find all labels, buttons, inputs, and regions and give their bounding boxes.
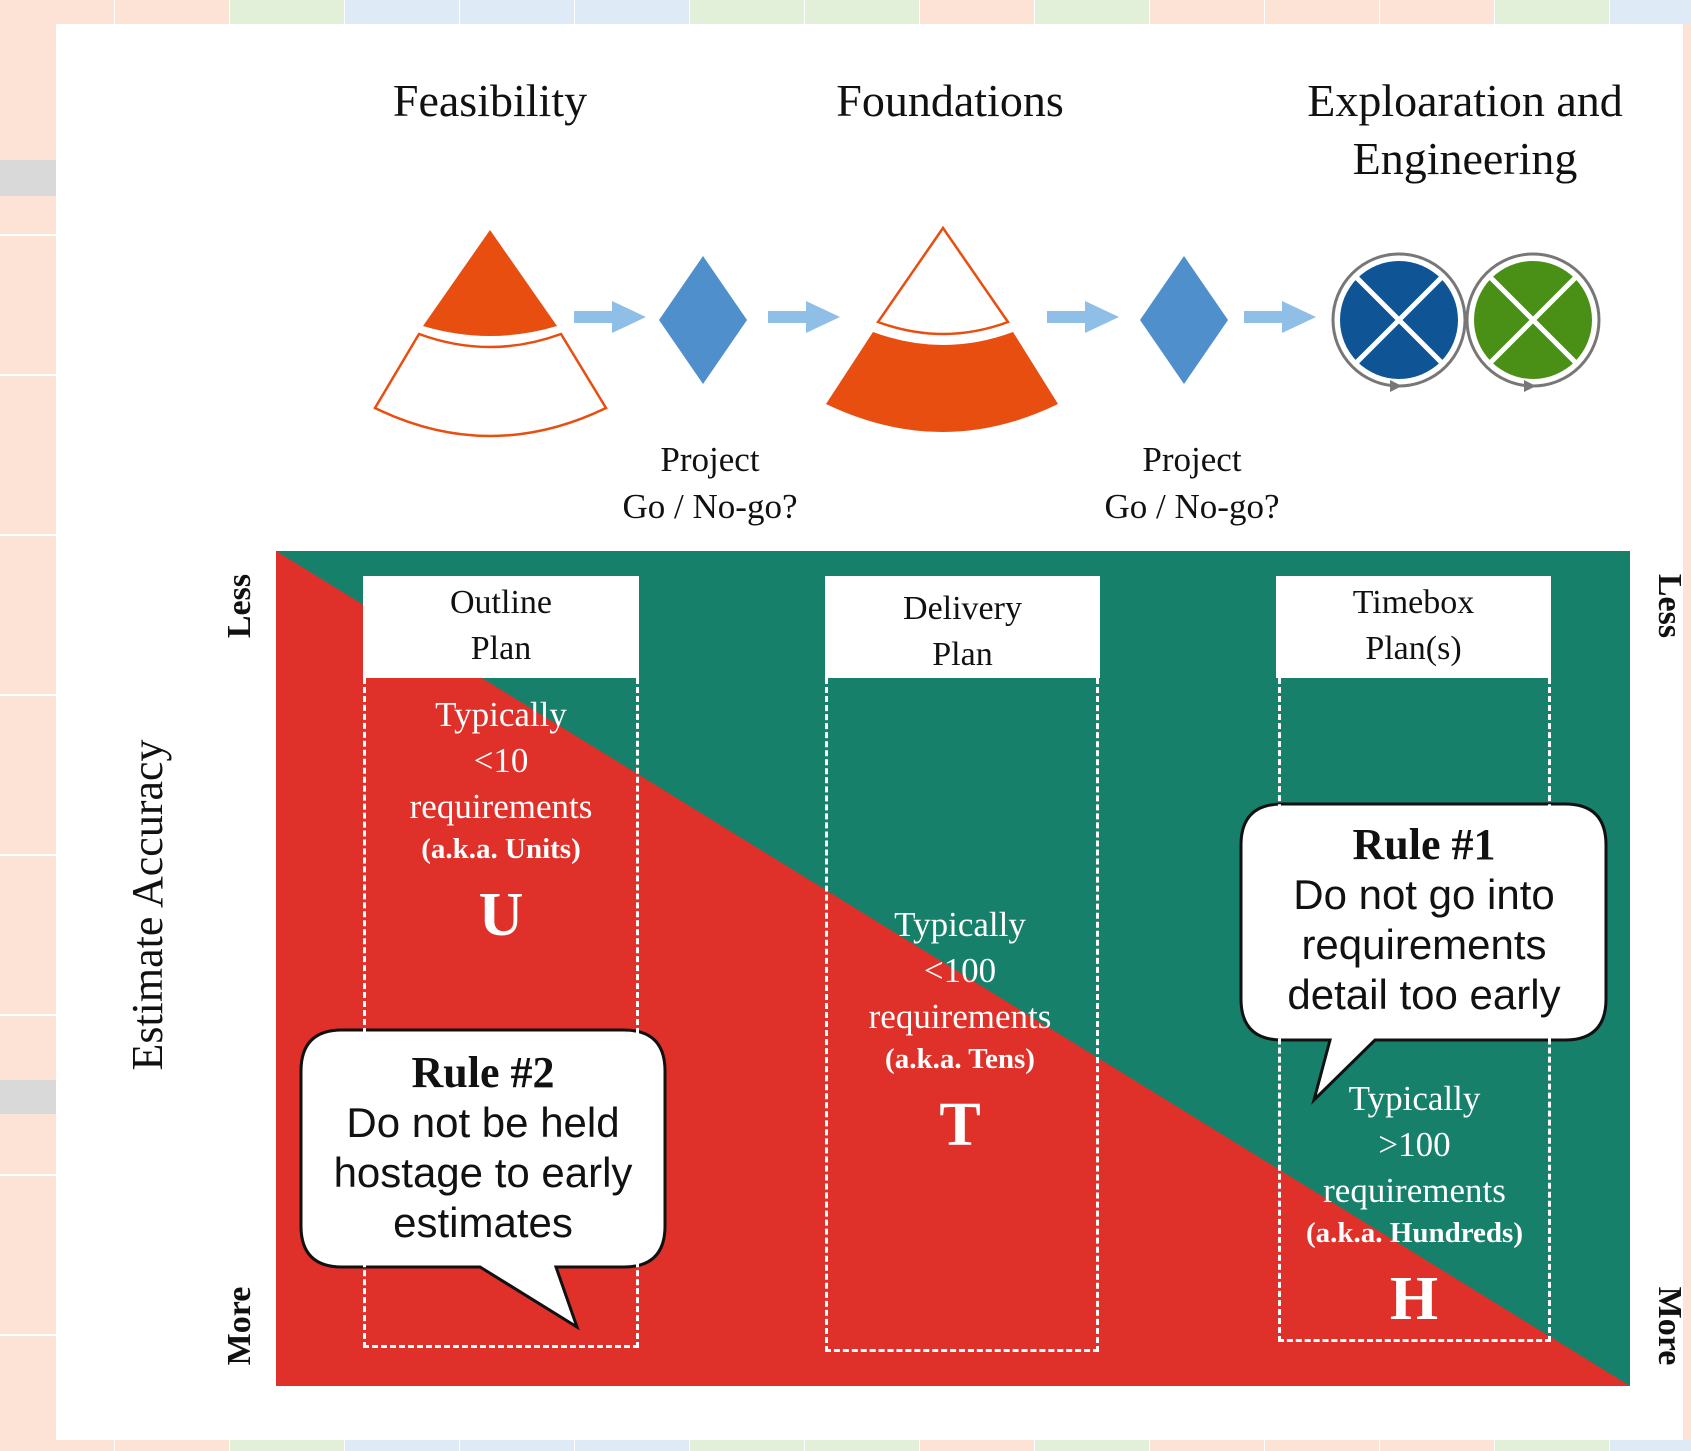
iteration-circle-blue-icon [1331,252,1467,392]
rule-1-bubble [1239,802,1608,1105]
axis-left-less: Less [221,573,258,639]
outline-requirements-text: Typically <10 requirements (a.k.a. Units… [409,695,593,865]
plan-box-outline: Outline Plan [363,576,639,678]
flow-arrow-icon [1047,301,1119,333]
delivery-requirements-text: Typically <100 requirements (a.k.a. Tens… [868,905,1052,1075]
process-flow [373,225,1601,438]
outline-letter: U [478,881,524,949]
foundations-fan-icon [826,225,1058,432]
delivery-plan-column [825,678,1099,1352]
phase-title-exploration-engineering: Exploaration and Engineering [1307,75,1623,184]
outline-plan-column [363,678,639,1348]
feasibility-fan-icon [373,230,608,438]
phase-title-feasibility: Feasibility [392,75,588,126]
timebox-requirements-text: Typically >100 requirements (a.k.a. Hund… [1305,1079,1524,1249]
flow-arrow-icon [1244,301,1316,333]
background-right-column [1683,24,1691,1440]
rule-2-bubble [299,1028,667,1331]
timebox-letter: H [1389,1265,1439,1333]
flow-arrow-icon [574,301,646,333]
axis-right-less: Less [1651,573,1688,639]
rule-2-text: Rule #2 Do not be held hostage to early … [333,1048,633,1246]
plan-box-delivery: Delivery Plan [825,576,1100,678]
axis-right-more: More [1651,1286,1688,1366]
gate-label-2: Project Go / No-go? [1104,440,1280,526]
flow-arrow-icon [768,301,840,333]
timebox-plan-column [1278,678,1551,1342]
axis-label-estimate-accuracy: Estimate Accuracy [123,739,172,1071]
background-header-strip [0,0,1691,24]
plan-box-timebox: Timebox Plan(s) [1276,576,1551,678]
background-footer-strip [0,1440,1691,1451]
axis-left-more: More [221,1286,258,1366]
rule-1-text: Rule #1 Do not go into requirements deta… [1287,820,1561,1018]
iteration-circle-green-icon [1465,252,1601,392]
gate-diamond-icon [659,256,747,384]
gate-label-1: Project Go / No-go? [622,440,798,526]
background-left-column [0,24,56,1440]
phase-title-foundations: Foundations [836,75,1064,126]
gate-diamond-icon [1140,256,1228,384]
delivery-letter: T [939,1091,981,1159]
